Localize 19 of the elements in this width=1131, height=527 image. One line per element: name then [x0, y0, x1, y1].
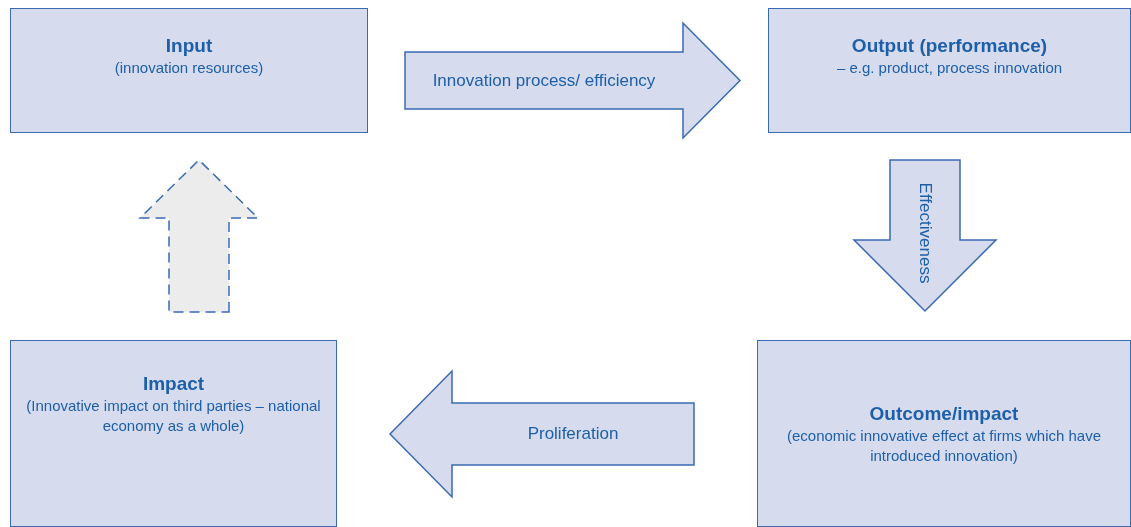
process-box	[757, 340, 1131, 527]
edge-label: Effectiveness	[915, 182, 935, 283]
process-box	[768, 8, 1131, 133]
box-description: (innovation resources)	[114, 57, 264, 78]
box-title: Output (performance)	[851, 33, 1048, 58]
box-title: Impact	[142, 371, 205, 396]
block-arrow	[388, 369, 695, 499]
block-arrow	[404, 21, 742, 140]
process-box	[10, 8, 368, 133]
box-title: Outcome/impact	[869, 401, 1019, 426]
block-arrow	[138, 158, 260, 313]
box-title: Input	[165, 33, 213, 58]
edge-label: Innovation process/ efficiency	[432, 70, 656, 91]
process-box	[10, 340, 337, 527]
edge-label: Proliferation	[527, 424, 619, 444]
box-description: (Innovative impact on third parties – national economy as a whole)	[25, 395, 322, 436]
block-arrow	[852, 159, 998, 313]
box-description: – e.g. product, process innovation	[836, 57, 1063, 78]
box-description: (economic innovative effect at firms which have introduced innovation)	[785, 425, 1102, 466]
